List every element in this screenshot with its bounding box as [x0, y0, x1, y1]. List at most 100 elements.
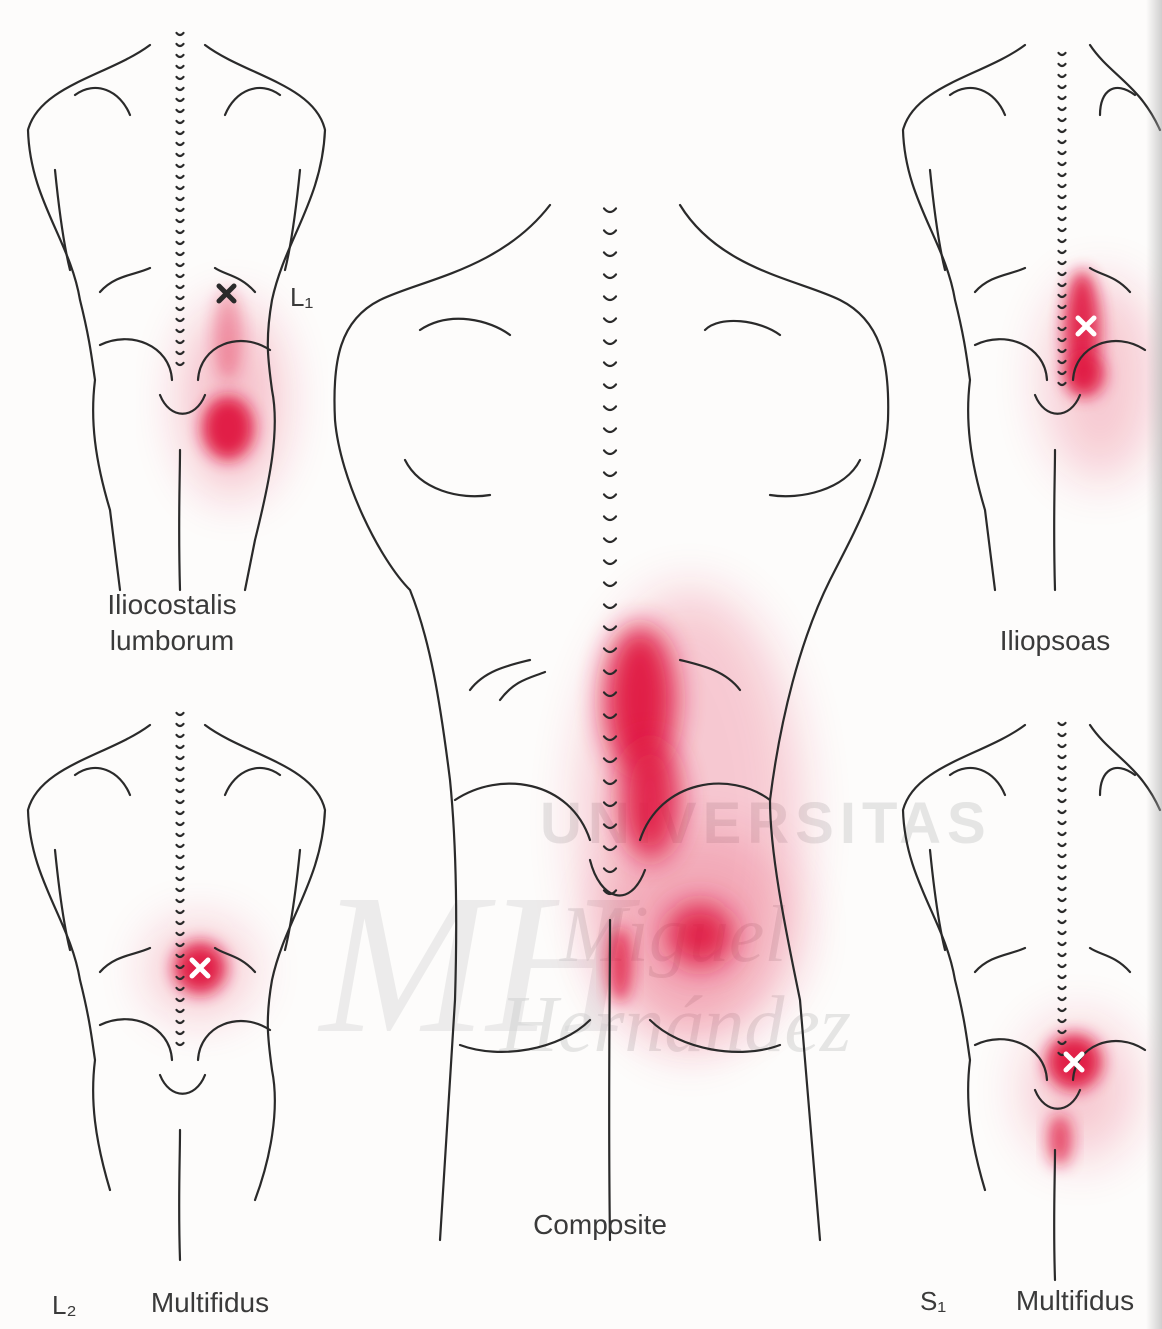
- vertebra-mark: [177, 746, 184, 748]
- label-multifidus-right: Multifidus: [1000, 1284, 1150, 1318]
- vertebra-mark: [604, 318, 616, 322]
- vertebra-mark: [1059, 207, 1066, 209]
- vertebra-mark: [1059, 53, 1066, 55]
- vertebra-mark: [604, 252, 616, 256]
- vertebra-mark: [1059, 822, 1066, 824]
- vertebra-mark: [177, 88, 184, 90]
- vertebra-mark: [1059, 218, 1066, 220]
- vertebra-mark: [1059, 954, 1066, 956]
- vertebra-mark: [1059, 998, 1066, 1000]
- figure-top-right: [903, 45, 1160, 590]
- vertebra-mark: [1059, 778, 1066, 780]
- vertebra-mark: [1059, 251, 1066, 253]
- vertebra-mark: [177, 220, 184, 222]
- vertebra-mark: [177, 297, 184, 299]
- vertebra-mark: [177, 176, 184, 178]
- vertebra-mark: [177, 110, 184, 112]
- vertebra-mark: [604, 230, 616, 234]
- vertebra-mark: [1059, 877, 1066, 879]
- vertebra-mark: [604, 384, 616, 388]
- vertebra-mark: [1059, 284, 1066, 286]
- vertebra-mark: [177, 713, 184, 715]
- vertebra-mark: [1059, 745, 1066, 747]
- vertebra-mark: [1059, 185, 1066, 187]
- vertebra-mark: [177, 889, 184, 891]
- vertebra-mark: [177, 132, 184, 134]
- vertebra-mark: [1059, 163, 1066, 165]
- vertebra-mark: [177, 55, 184, 57]
- vertebra-mark: [177, 900, 184, 902]
- vertebra-mark: [177, 834, 184, 836]
- vertebra-mark: [1059, 943, 1066, 945]
- vertebra-mark: [1059, 141, 1066, 143]
- vertebra-mark: [177, 867, 184, 869]
- spine-top-left: [177, 33, 184, 365]
- vertebra-mark: [1059, 64, 1066, 66]
- vertebra-mark: [177, 209, 184, 211]
- vertebra-mark: [177, 757, 184, 759]
- vertebra-mark: [177, 768, 184, 770]
- vertebra-mark: [1059, 723, 1066, 725]
- vertebra-mark: [1059, 273, 1066, 275]
- vertebra-mark: [1059, 734, 1066, 736]
- level-label-s1: S₁: [920, 1284, 946, 1318]
- vertebra-mark: [177, 801, 184, 803]
- vertebra-mark: [604, 406, 616, 410]
- vertebra-mark: [1059, 75, 1066, 77]
- vertebra-mark: [177, 143, 184, 145]
- vertebra-mark: [177, 121, 184, 123]
- vertebra-mark: [177, 812, 184, 814]
- vertebra-mark: [604, 626, 616, 630]
- level-label-l1: L₁: [290, 280, 313, 314]
- vertebra-mark: [604, 274, 616, 278]
- vertebra-mark: [177, 352, 184, 354]
- label-iliocostalis-line1: Iliocostalis: [82, 588, 262, 622]
- vertebra-mark: [177, 856, 184, 858]
- spine-bottom-right: [1059, 723, 1066, 1055]
- vertebra-mark: [1059, 240, 1066, 242]
- vertebra-mark: [604, 494, 616, 498]
- vertebra-mark: [604, 450, 616, 454]
- vertebra-mark: [177, 66, 184, 68]
- vertebra-mark: [1059, 152, 1066, 154]
- vertebra-mark: [177, 823, 184, 825]
- vertebra-mark: [1059, 855, 1066, 857]
- vertebra-mark: [1059, 866, 1066, 868]
- vertebra-mark: [177, 275, 184, 277]
- vertebra-mark: [1059, 229, 1066, 231]
- vertebra-mark: [604, 472, 616, 476]
- vertebra-mark: [1059, 767, 1066, 769]
- pain-pattern-composite: [580, 590, 800, 1050]
- vertebra-mark: [177, 187, 184, 189]
- vertebra-mark: [1059, 921, 1066, 923]
- vertebra-mark: [177, 286, 184, 288]
- label-iliopsoas: Iliopsoas: [980, 624, 1130, 658]
- vertebra-mark: [177, 878, 184, 880]
- vertebra-mark: [177, 1032, 184, 1034]
- vertebra-mark: [177, 99, 184, 101]
- vertebra-mark: [177, 165, 184, 167]
- vertebra-mark: [1059, 899, 1066, 901]
- vertebra-mark: [1059, 976, 1066, 978]
- vertebra-mark: [1059, 295, 1066, 297]
- vertebra-mark: [1059, 262, 1066, 264]
- vertebra-mark: [1059, 789, 1066, 791]
- vertebra-mark: [604, 362, 616, 366]
- vertebra-mark: [177, 922, 184, 924]
- vertebra-mark: [177, 911, 184, 913]
- vertebra-mark: [604, 560, 616, 564]
- vertebra-mark: [1059, 97, 1066, 99]
- figure-bottom-left: [28, 713, 325, 1260]
- vertebra-mark: [604, 208, 616, 212]
- vertebra-mark: [177, 253, 184, 255]
- vertebra-mark: [1059, 1009, 1066, 1011]
- vertebra-mark: [1059, 833, 1066, 835]
- vertebra-mark: [177, 735, 184, 737]
- vertebra-mark: [604, 516, 616, 520]
- vertebra-mark: [177, 1021, 184, 1023]
- label-multifidus-left: Multifidus: [130, 1286, 290, 1320]
- vertebra-mark: [1059, 844, 1066, 846]
- vertebra-mark: [1059, 196, 1066, 198]
- level-label-l2: L₂: [52, 1288, 77, 1322]
